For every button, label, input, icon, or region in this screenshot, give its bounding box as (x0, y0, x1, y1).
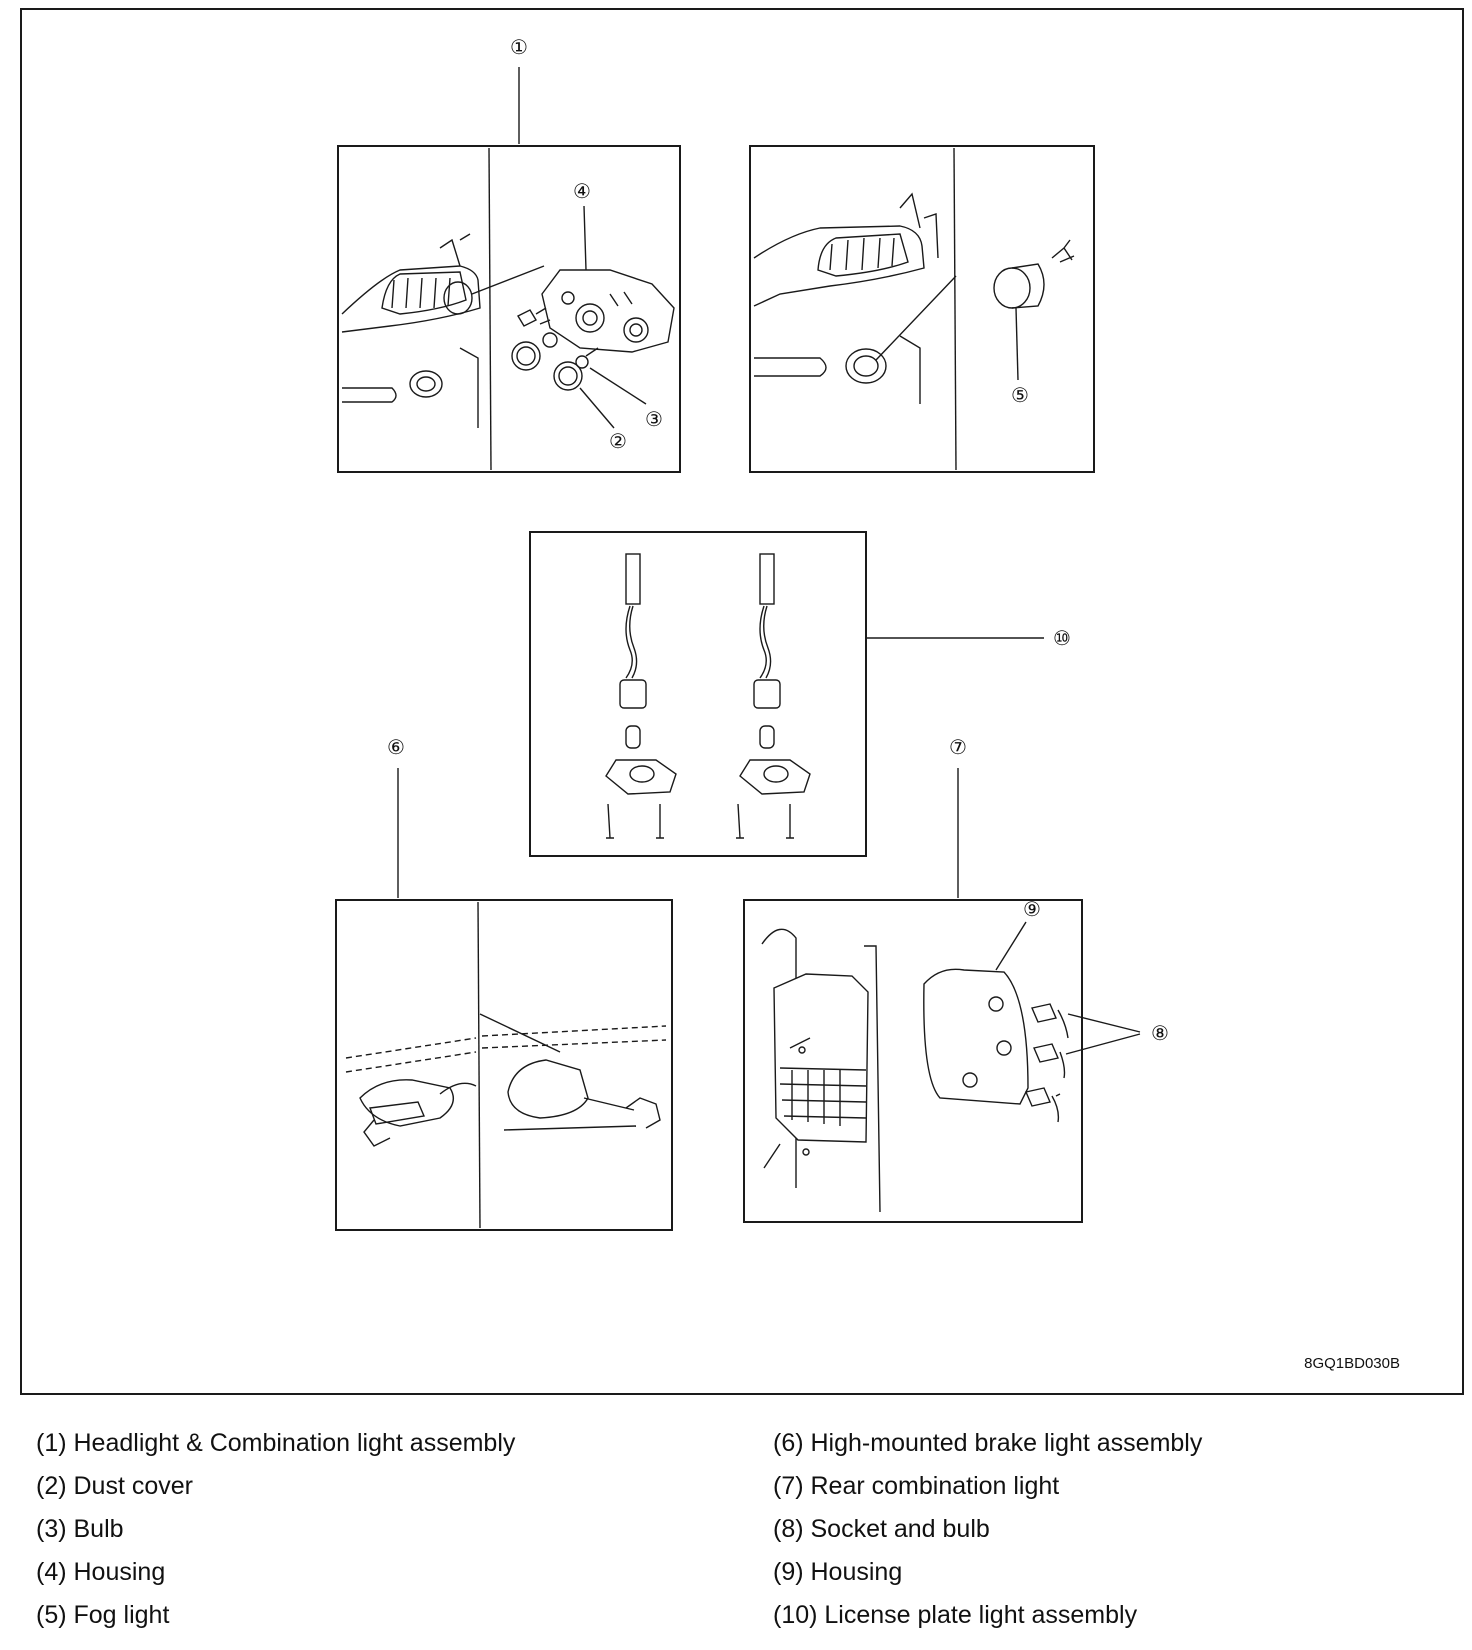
panel-license-plate-light: ⑩ (529, 531, 1071, 857)
figure-svg: ① ④ ② ③ ⑤ (20, 8, 1464, 1395)
callout-10: ⑩ (1053, 626, 1071, 650)
legend-item-brake-light-assembly: (6) High-mounted brake light assembly (773, 1429, 1203, 1457)
image-code: 8GQ1BD030B (1304, 1355, 1400, 1372)
legend-item-dust-cover: (2) Dust cover (36, 1472, 193, 1500)
panel-brake-light-divider (477, 901, 481, 1229)
panel-brake-light-box (335, 899, 673, 1231)
panel-headlight-box (337, 145, 681, 473)
panel-fog-light-divider (953, 147, 957, 471)
legend-right-column: (6) High-mounted brake light assembly (7… (773, 1422, 1202, 1637)
legend-item-bulb: (3) Bulb (36, 1515, 124, 1543)
callout-6: ⑥ (387, 735, 405, 759)
legend-item-rear-combination-light: (7) Rear combination light (773, 1472, 1060, 1500)
callout-7: ⑦ (949, 735, 967, 759)
panel-rear-combination-light-box (743, 899, 1083, 1223)
callout-2: ② (609, 429, 627, 453)
callout-1: ① (510, 35, 528, 59)
legend-item-housing: (4) Housing (36, 1558, 166, 1586)
legend-item-rear-housing: (9) Housing (773, 1558, 903, 1586)
callout-4: ④ (573, 179, 591, 203)
panel-headlight-divider (488, 147, 492, 471)
panel-fog-light-box (749, 145, 1095, 473)
panel-brake-light: ⑥ (335, 735, 673, 1231)
legend-left-column: (1) Headlight & Combination light assemb… (36, 1422, 515, 1637)
panel-fog-light: ⑤ (749, 145, 1095, 473)
callout-9: ⑨ (1023, 897, 1041, 921)
callout-8: ⑧ (1151, 1021, 1169, 1045)
legend-item-headlight-assembly: (1) Headlight & Combination light assemb… (36, 1429, 516, 1457)
panel-license-plate-light-box (529, 531, 867, 857)
figure-frame (20, 8, 1464, 1395)
legend-item-socket-and-bulb: (8) Socket and bulb (773, 1515, 990, 1543)
exploded-view-figure: ① ④ ② ③ ⑤ (20, 8, 1464, 1395)
legend-item-fog-light: (5) Fog light (36, 1601, 170, 1629)
callout-5: ⑤ (1011, 383, 1029, 407)
legend-item-license-plate-light: (10) License plate light assembly (773, 1601, 1138, 1629)
panel-headlight: ① ④ ② ③ (337, 35, 681, 473)
panel-rear-combination-light: ⑦ ⑨ ⑧ (743, 735, 1169, 1223)
callout-3: ③ (645, 407, 663, 431)
